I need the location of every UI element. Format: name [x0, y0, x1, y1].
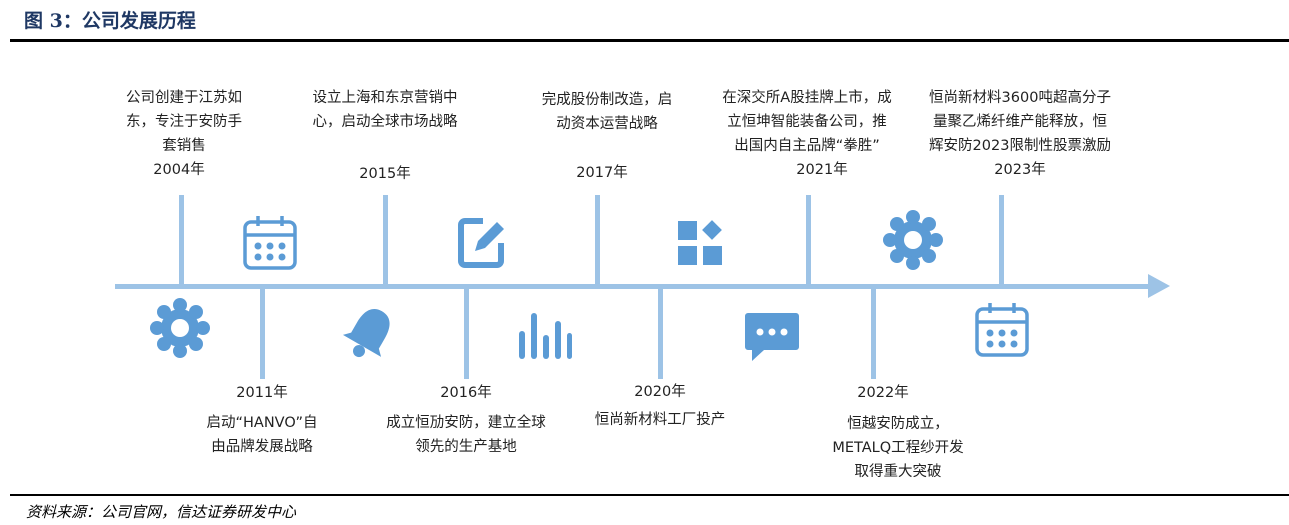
- timeline-axis: [115, 284, 1155, 289]
- tick-2004: [179, 195, 184, 287]
- tick-2016: [464, 287, 469, 379]
- event-year: 2004年: [153, 162, 205, 178]
- event-year: 2015年: [359, 166, 411, 182]
- tick-2020: [658, 287, 663, 379]
- source-note: 资料来源：公司官网，信达证券研发中心: [26, 503, 297, 521]
- tick-2022: [871, 287, 876, 379]
- event-text: 由品牌发展战略: [211, 439, 313, 455]
- tick-2015: [383, 195, 388, 287]
- event-text: 东，专注于安防手: [126, 114, 242, 130]
- event-text: 取得重大突破: [854, 464, 942, 480]
- event-2022: 2022年 恒越安防成立， METALQ工程纱开发 取得重大突破: [783, 381, 1013, 484]
- event-text: 领先的生产基地: [415, 439, 517, 455]
- event-text: 完成股份制改造，启: [541, 92, 673, 108]
- bar-chart-icon: [519, 313, 572, 359]
- event-text: 恒尚新材料工厂投产: [594, 412, 726, 428]
- event-text: 量聚乙烯纤维产能释放，恒: [933, 114, 1107, 130]
- event-2020: 2020年 恒尚新材料工厂投产: [545, 380, 775, 432]
- event-text: 出国内自主品牌“拳胜”: [734, 138, 880, 154]
- grid-icon: [678, 220, 722, 265]
- event-year: 2023年: [994, 162, 1046, 178]
- calendar-icon: [243, 216, 297, 270]
- event-year: 2016年: [440, 385, 492, 401]
- gear-icon: [883, 210, 943, 270]
- event-text: 在深交所A股挂牌上市，成: [722, 90, 892, 106]
- title-rule: [10, 39, 1289, 42]
- calendar-icon: [975, 303, 1029, 357]
- event-text: 设立上海和东京营销中: [312, 90, 458, 106]
- event-text: 恒越安防成立，: [847, 416, 949, 432]
- event-text: 启动“HANVO”自: [206, 415, 318, 431]
- event-text: 心，启动全球市场战略: [312, 114, 458, 130]
- chat-icon: [745, 313, 799, 361]
- event-text: 套销售: [162, 138, 206, 154]
- edit-icon: [458, 218, 504, 268]
- gear-icon: [150, 298, 210, 358]
- figure-title: 图 3：公司发展历程: [24, 10, 196, 32]
- event-year: 2021年: [796, 162, 848, 178]
- bell-icon: [342, 308, 390, 358]
- event-year: 2022年: [857, 385, 909, 401]
- event-2016: 2016年 成立恒劢安防，建立全球 领先的生产基地: [351, 381, 581, 459]
- event-2004: 公司创建于江苏如 东，专注于安防手 套销售 2004年: [69, 86, 299, 182]
- event-text: 立恒坤智能装备公司，推: [727, 114, 887, 130]
- event-text: 动资本运营战略: [556, 116, 658, 132]
- timeline-arrow-icon: [1148, 274, 1170, 298]
- event-2021: 在深交所A股挂牌上市，成 立恒坤智能装备公司，推 出国内自主品牌“拳胜” 202…: [692, 86, 922, 182]
- tick-2021: [806, 195, 811, 287]
- event-2017: 完成股份制改造，启 动资本运营战略 2017年: [492, 88, 722, 185]
- event-year: 2020年: [634, 384, 686, 400]
- event-year: 2011年: [236, 385, 288, 401]
- tick-2023: [999, 195, 1004, 287]
- event-text: 辉安防2023限制性股票激励: [929, 138, 1111, 154]
- event-text: 公司创建于江苏如: [126, 90, 242, 106]
- tick-2011: [260, 287, 265, 379]
- event-year: 2017年: [576, 165, 628, 181]
- event-2015: 设立上海和东京营销中 心，启动全球市场战略 2015年: [270, 86, 500, 186]
- event-2011: 2011年 启动“HANVO”自 由品牌发展战略: [147, 381, 377, 459]
- source-rule: [10, 494, 1289, 496]
- event-text: 成立恒劢安防，建立全球: [386, 415, 546, 431]
- tick-2017: [595, 195, 600, 287]
- event-2023: 恒尚新材料3600吨超高分子 量聚乙烯纤维产能释放，恒 辉安防2023限制性股票…: [905, 86, 1135, 182]
- event-text: METALQ工程纱开发: [832, 440, 964, 456]
- event-text: 恒尚新材料3600吨超高分子: [929, 90, 1111, 106]
